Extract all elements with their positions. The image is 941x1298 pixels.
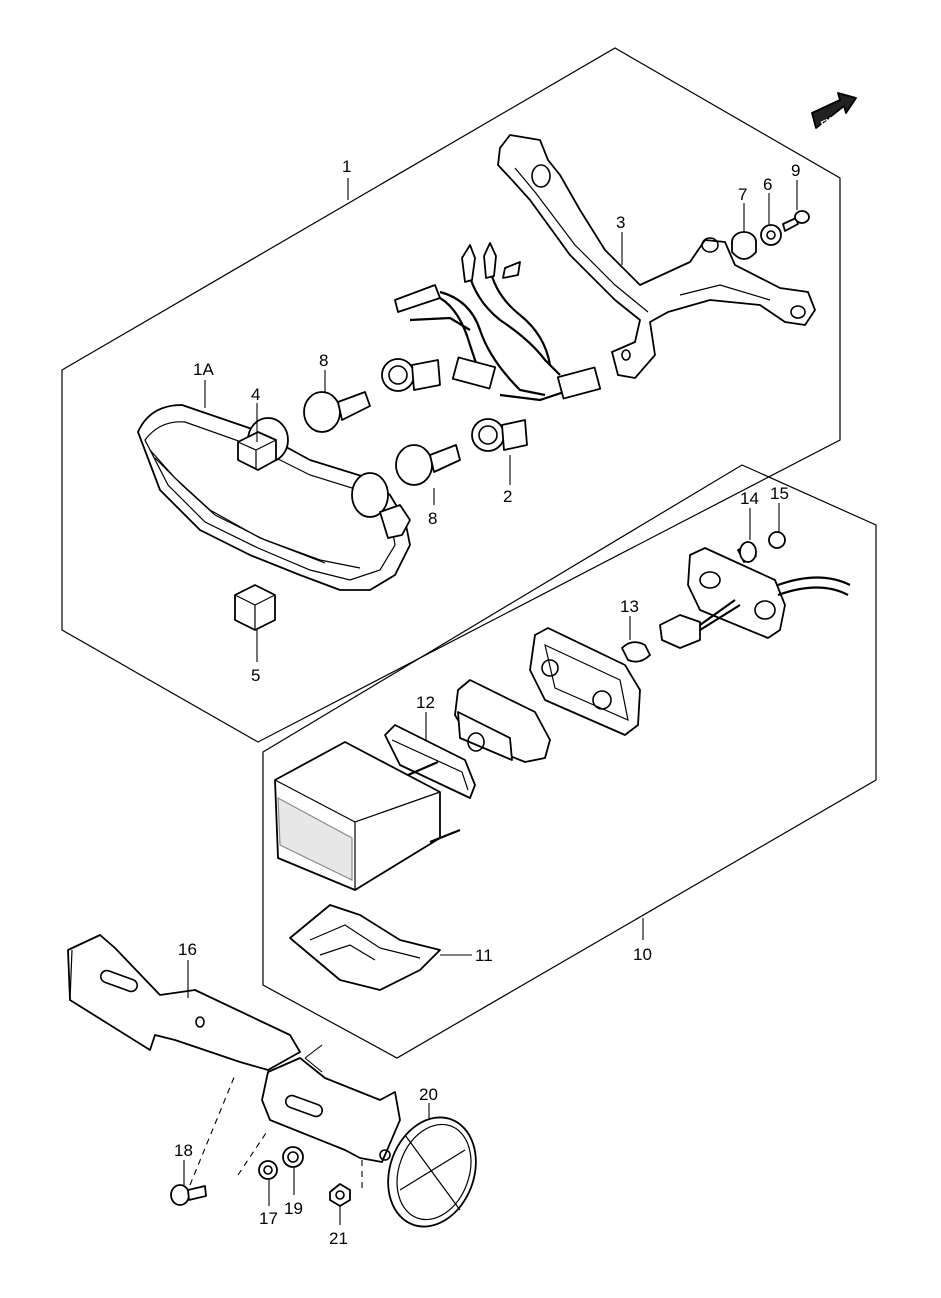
callout-10: 10 [633,945,652,964]
callout-13: 13 [620,597,639,616]
washer-part-6 [760,224,782,246]
callout-21: 21 [329,1229,348,1248]
cushion-part-7 [731,231,757,260]
taillight-part-1A [137,404,411,591]
bulb-part-8-lower [395,444,461,486]
callouts: 1 1A 2 3 4 5 6 7 8 8 9 10 11 12 13 14 15… [174,157,800,1248]
license-lamp-assembly-10 [274,531,851,991]
callout-11: 11 [475,946,493,965]
callout-3: 3 [616,213,625,232]
callout-7: 7 [738,185,747,204]
cube-part-4 [237,431,277,471]
assembly-1-boundary [61,47,841,743]
callout-15: 15 [770,484,789,503]
washer-part-17 [258,1160,278,1180]
callout-1: 1 [342,157,351,176]
nut-part-21 [329,1183,351,1207]
bracket-part-16 [67,934,401,1163]
callout-6: 6 [763,175,772,194]
screw-part-9 [782,210,810,232]
bracket-part-3 [497,134,816,379]
callout-9: 9 [791,161,800,180]
callout-18: 18 [174,1141,193,1160]
callout-8b: 8 [428,509,437,528]
cube-part-5 [234,584,276,631]
leader-lines [183,178,798,1225]
wiring-harness-part-2 [381,242,602,452]
callout-20: 20 [419,1085,438,1104]
callout-4: 4 [251,385,260,404]
washer-part-19 [282,1146,304,1168]
callout-16: 16 [178,940,197,959]
callout-8a: 8 [319,351,328,370]
callout-2: 2 [503,487,512,506]
callout-5: 5 [251,666,260,685]
screw-part-18 [170,1184,207,1206]
fwd-arrow-icon: FWD [811,92,857,131]
bulb-part-8-upper [303,391,371,433]
callout-17: 17 [259,1209,278,1228]
assembly-10-boundary [262,464,877,1059]
callout-1A: 1A [193,360,214,379]
callout-12: 12 [416,693,435,712]
callout-14: 14 [740,489,759,508]
reflector-part-20 [387,1116,477,1228]
callout-19: 19 [284,1199,303,1218]
